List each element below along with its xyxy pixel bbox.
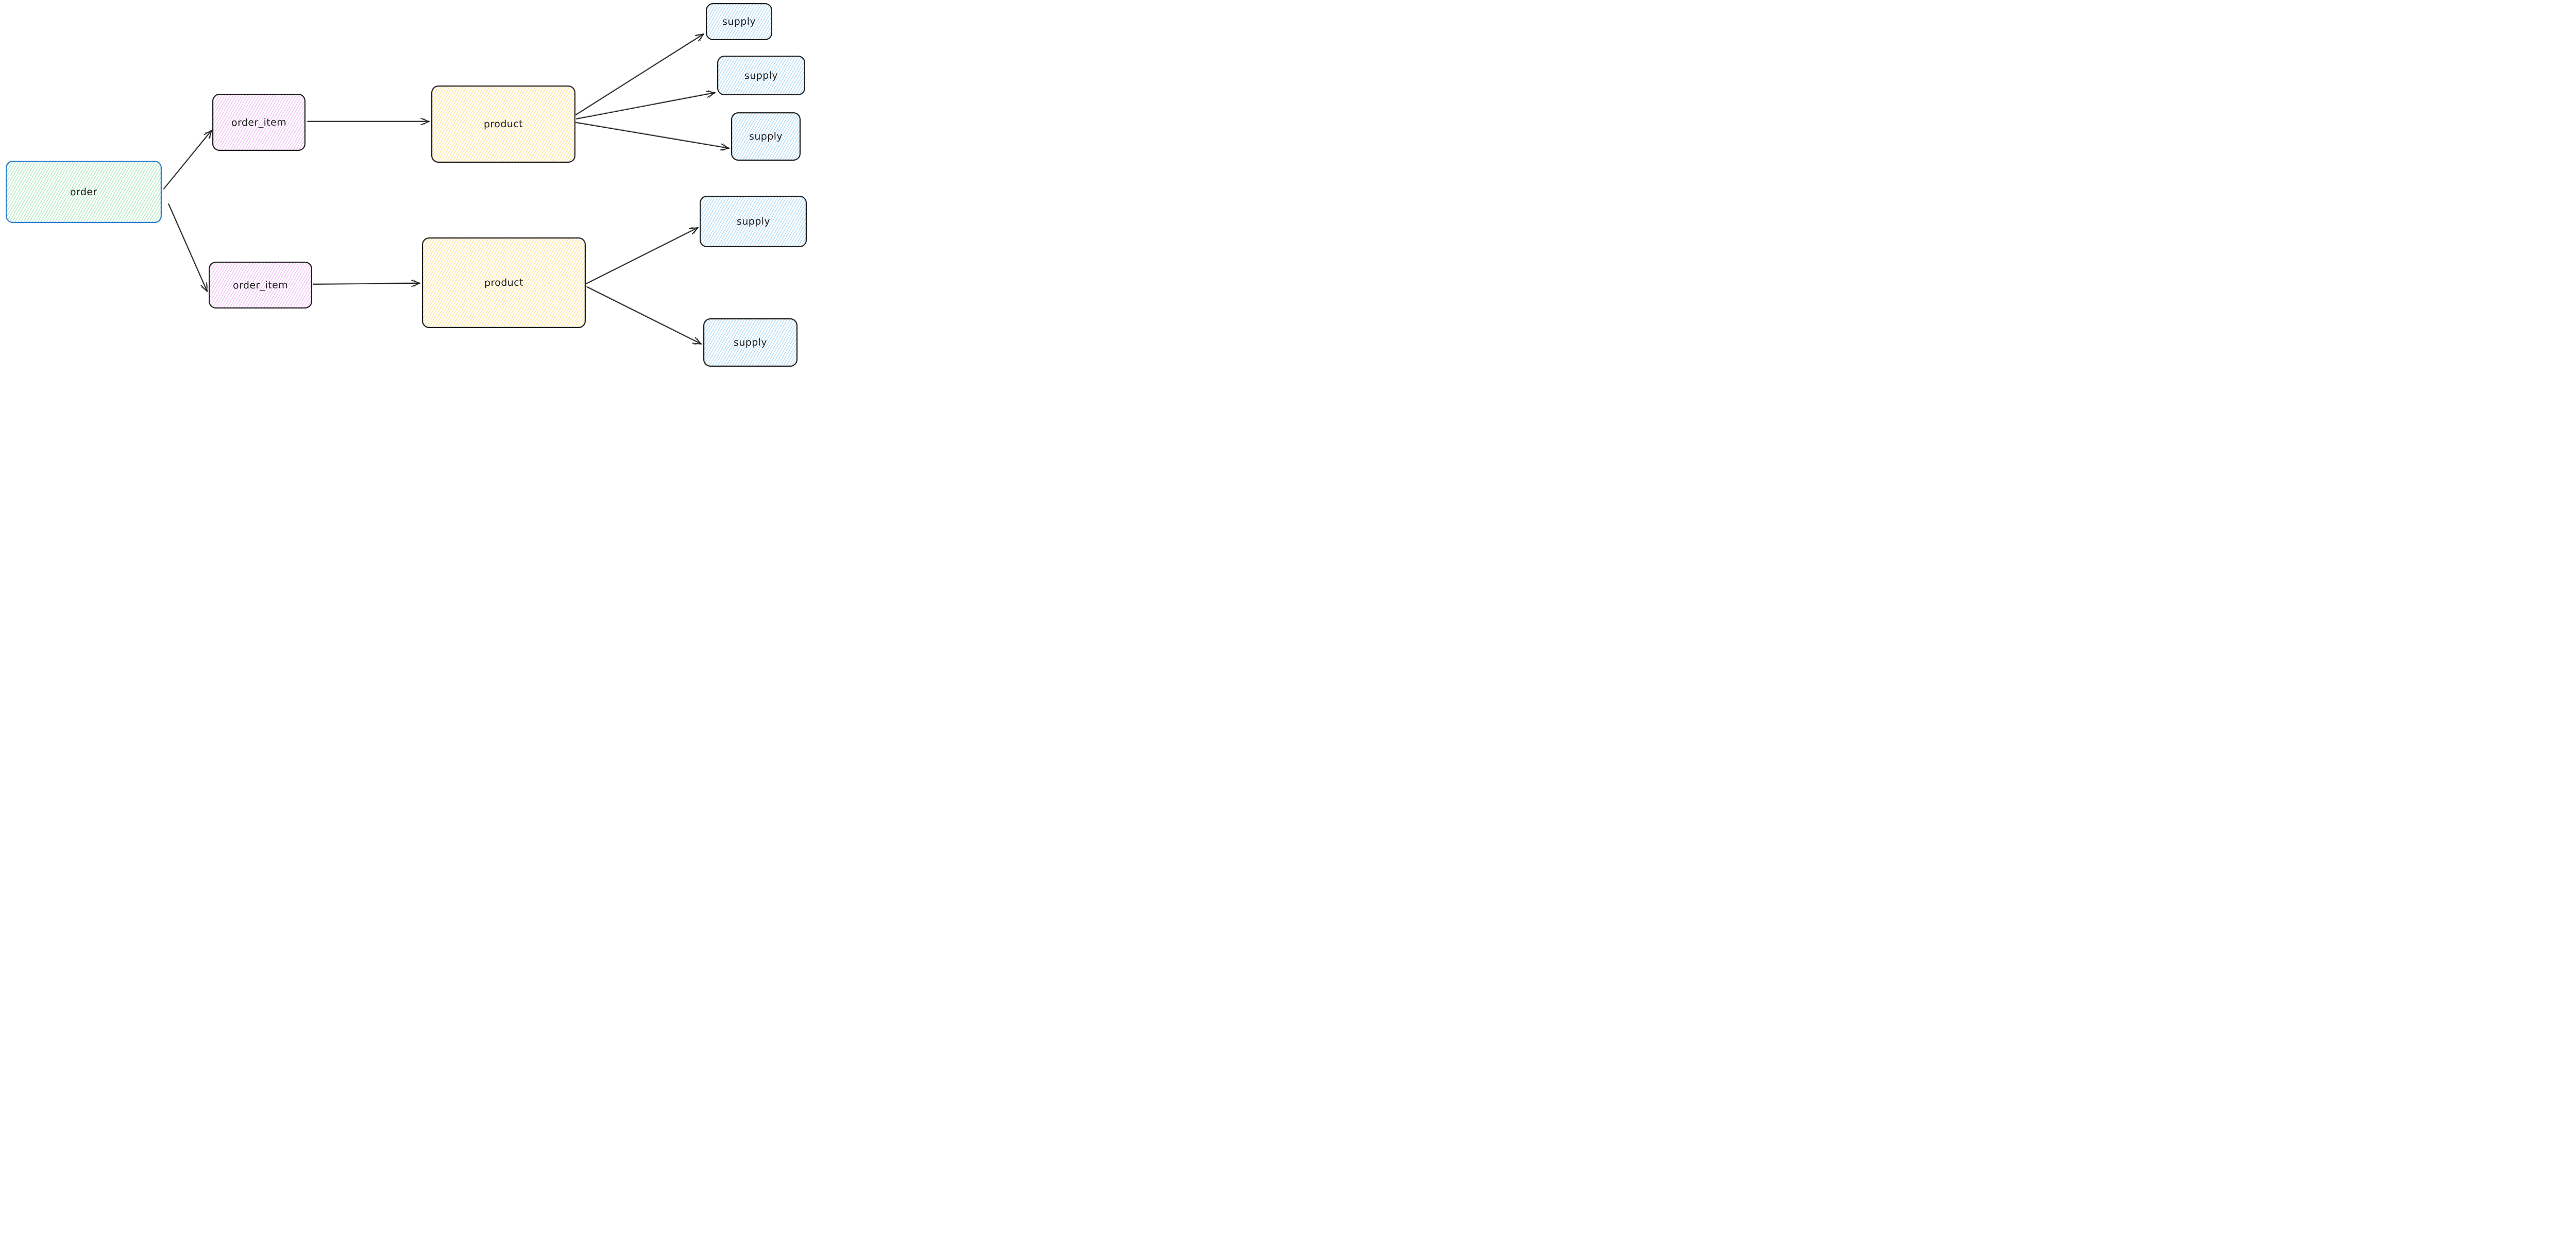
arrow-product_1-to-supply_2[interactable] (576, 90, 716, 119)
arrow-order_item_1-to-product_1[interactable] (307, 117, 430, 126)
node-order-label: order (70, 186, 97, 198)
node-order-item-1-label: order_item (231, 116, 287, 128)
diagram-canvas[interactable]: order order_item order_item product prod… (0, 0, 809, 369)
node-supply-4-label: supply (736, 215, 770, 228)
arrow-order-to-order_item_2[interactable] (168, 203, 209, 292)
arrow-order_item_2-to-product_2[interactable] (313, 279, 420, 287)
arrow-product_2-to-supply_5[interactable] (586, 286, 702, 345)
node-supply-4[interactable]: supply (700, 196, 807, 247)
node-order-item-1[interactable]: order_item (212, 94, 306, 151)
node-supply-3[interactable]: supply (731, 112, 801, 161)
node-order-item-2-label: order_item (232, 279, 289, 291)
node-supply-2-label: supply (744, 70, 778, 81)
arrow-product_1-to-supply_1[interactable] (575, 33, 704, 115)
node-supply-1-label: supply (722, 15, 756, 28)
node-supply-1[interactable]: supply (706, 3, 772, 40)
node-supply-2[interactable]: supply (717, 56, 805, 95)
arrow-product_1-to-supply_3[interactable] (575, 122, 730, 151)
node-product-2[interactable]: product (422, 237, 586, 328)
arrow-product_2-to-supply_4[interactable] (585, 227, 699, 284)
node-product-2-label: product (484, 277, 524, 289)
node-product-1[interactable]: product (431, 85, 575, 163)
node-product-1-label: product (483, 118, 523, 130)
node-supply-5[interactable]: supply (703, 318, 798, 367)
node-order[interactable]: order (6, 161, 162, 223)
arrow-order-to-order_item_1[interactable] (163, 129, 212, 190)
node-supply-3-label: supply (749, 130, 783, 143)
node-order-item-2[interactable]: order_item (209, 262, 312, 309)
node-supply-5-label: supply (733, 336, 768, 349)
